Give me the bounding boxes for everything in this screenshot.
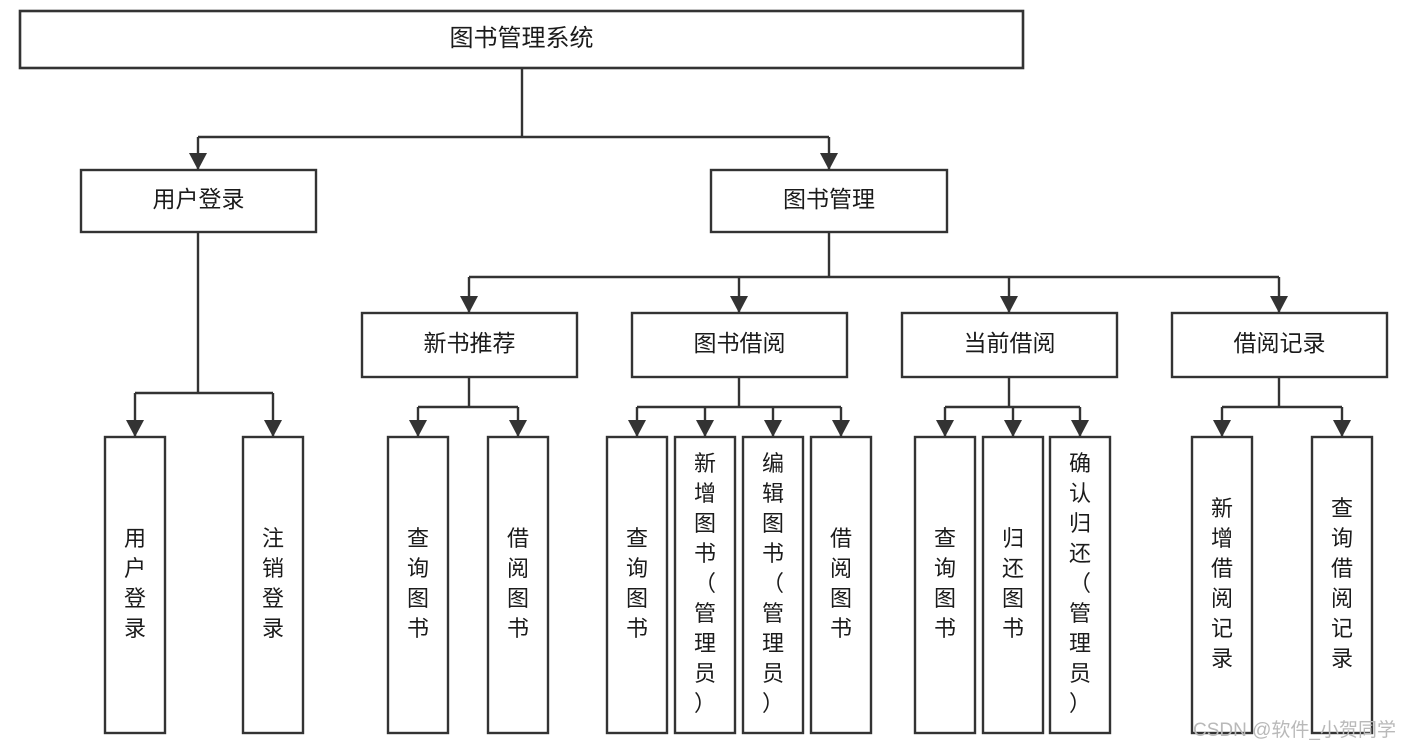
arrow-head-icon [730, 296, 748, 313]
leaf-node-label: 新增图书（管理员） [694, 451, 716, 716]
leaf-node-label: 编辑图书（管理员） [762, 451, 784, 716]
leaf-node-label: 注销登录 [262, 526, 284, 641]
connector-userlogin-to-leaves [133, 232, 275, 437]
leaf-node-box[interactable] [913, 435, 977, 735]
node-current-borrow[interactable]: 当前借阅 [900, 311, 1119, 379]
node-layer: 图书管理系统用户登录图书管理新书推荐图书借阅当前借阅借阅记录用户登录注销登录查询… [18, 9, 1389, 735]
level2-node-label: 新书推荐 [424, 330, 516, 356]
node-leaf-query-book-borrow[interactable]: 查询图书 [605, 435, 669, 735]
arrow-head-icon [1071, 420, 1089, 437]
node-leaf-borrow-book[interactable]: 借阅图书 [809, 435, 873, 735]
leaf-node-label: 查询图书 [407, 526, 429, 641]
node-book-borrow[interactable]: 图书借阅 [630, 311, 849, 379]
arrow-head-icon [1333, 420, 1351, 437]
arrow-head-icon [764, 420, 782, 437]
arrow-head-icon [264, 420, 282, 437]
node-leaf-return-book[interactable]: 归还图书 [981, 435, 1045, 735]
leaf-node-label: 借阅图书 [507, 526, 529, 641]
node-leaf-edit-book[interactable]: 编辑图书（管理员） [741, 435, 805, 735]
node-root[interactable]: 图书管理系统 [18, 9, 1025, 70]
node-leaf-user-login[interactable]: 用户登录 [103, 435, 167, 735]
level2-node-box[interactable] [360, 311, 579, 379]
level2-node-box[interactable] [1170, 311, 1389, 379]
leaf-node-label: 新增借阅记录 [1211, 496, 1233, 671]
leaf-node-box[interactable] [741, 435, 805, 735]
arrow-head-icon [696, 420, 714, 437]
node-leaf-query-book-current[interactable]: 查询图书 [913, 435, 977, 735]
node-leaf-borrow-book-recommend[interactable]: 借阅图书 [486, 435, 550, 735]
leaf-node-box[interactable] [1190, 435, 1254, 735]
node-new-book-recommend[interactable]: 新书推荐 [360, 311, 579, 379]
arrow-head-icon [936, 420, 954, 437]
level2-node-label: 借阅记录 [1234, 330, 1326, 356]
arrow-head-icon [1004, 420, 1022, 437]
connector-borrow-to-leaves [635, 377, 843, 437]
arrow-head-icon [409, 420, 427, 437]
arrow-head-icon [1000, 296, 1018, 313]
arrow-head-icon [1270, 296, 1288, 313]
arrow-head-icon [1213, 420, 1231, 437]
leaf-node-box[interactable] [809, 435, 873, 735]
leaf-node-box[interactable] [486, 435, 550, 735]
leaf-node-box[interactable] [1048, 435, 1112, 735]
leaf-node-label: 用户登录 [124, 526, 146, 641]
connector-record-to-leaves [1220, 377, 1344, 437]
root-node-label: 图书管理系统 [450, 25, 594, 52]
node-leaf-confirm-return[interactable]: 确认归还（管理员） [1048, 435, 1112, 735]
arrow-head-icon [509, 420, 527, 437]
leaf-node-box[interactable] [673, 435, 737, 735]
level2-node-box[interactable] [630, 311, 849, 379]
leaf-node-box[interactable] [981, 435, 1045, 735]
root-node-box[interactable] [18, 9, 1025, 70]
level1-node-box[interactable] [79, 168, 318, 234]
leaf-node-label: 归还图书 [1002, 526, 1024, 641]
level2-node-label: 当前借阅 [964, 330, 1056, 356]
leaf-node-box[interactable] [1310, 435, 1374, 735]
node-leaf-add-borrow-record[interactable]: 新增借阅记录 [1190, 435, 1254, 735]
leaf-node-label: 查询借阅记录 [1331, 496, 1353, 671]
node-leaf-add-book[interactable]: 新增图书（管理员） [673, 435, 737, 735]
arrow-head-icon [460, 296, 478, 313]
leaf-node-label: 查询图书 [934, 526, 956, 641]
leaf-node-label: 查询图书 [626, 526, 648, 641]
level1-node-label: 用户登录 [153, 186, 245, 212]
connector-layer [126, 68, 1351, 437]
leaf-node-label: 借阅图书 [830, 526, 852, 641]
csdn-watermark: CSDN @软件_小贺同学 [1193, 719, 1396, 741]
node-leaf-query-book-recommend[interactable]: 查询图书 [386, 435, 450, 735]
leaf-node-box[interactable] [103, 435, 167, 735]
level1-node-label: 图书管理 [783, 186, 875, 212]
arrow-head-icon [832, 420, 850, 437]
level1-node-box[interactable] [709, 168, 949, 234]
level2-node-box[interactable] [900, 311, 1119, 379]
leaf-node-box[interactable] [605, 435, 669, 735]
arrow-head-icon [820, 153, 838, 170]
arrow-head-icon [628, 420, 646, 437]
leaf-node-box[interactable] [386, 435, 450, 735]
leaf-node-box[interactable] [241, 435, 305, 735]
node-leaf-query-borrow-record[interactable]: 查询借阅记录 [1310, 435, 1374, 735]
leaf-node-label: 确认归还（管理员） [1069, 451, 1091, 716]
node-leaf-user-logout[interactable]: 注销登录 [241, 435, 305, 735]
connector-root-to-level1 [196, 68, 831, 170]
node-user-login[interactable]: 用户登录 [79, 168, 318, 234]
connector-bookmgmt-to-level2 [467, 232, 1281, 313]
node-borrow-record[interactable]: 借阅记录 [1170, 311, 1389, 379]
arrow-head-icon [189, 153, 207, 170]
connector-recommend-to-leaves [416, 377, 520, 437]
level2-node-label: 图书借阅 [694, 330, 786, 356]
arrow-head-icon [126, 420, 144, 437]
node-book-management[interactable]: 图书管理 [709, 168, 949, 234]
